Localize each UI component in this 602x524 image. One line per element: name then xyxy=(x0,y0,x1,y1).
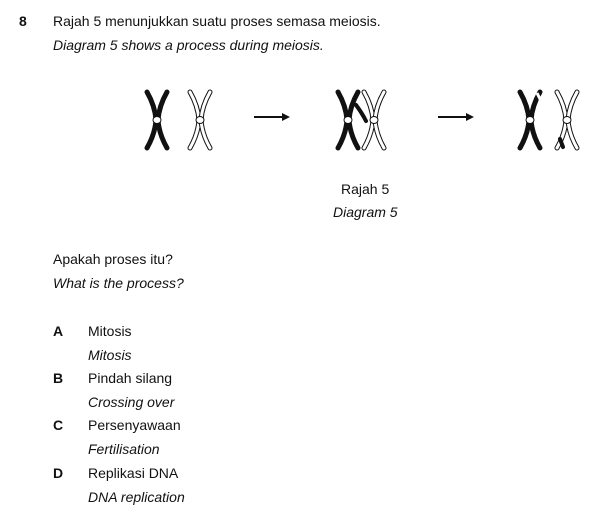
prompt-ms: Apakah proses itu? xyxy=(53,251,173,267)
option-b-text-en[interactable]: Crossing over xyxy=(88,394,175,410)
option-c-text-en[interactable]: Fertilisation xyxy=(88,441,160,457)
option-b-letter[interactable]: B xyxy=(53,370,64,386)
figure-caption-en: Diagram 5 xyxy=(333,204,398,220)
stage-1-chromosomes xyxy=(147,92,210,148)
question-stem-en: Diagram 5 shows a process during meiosis… xyxy=(53,37,324,53)
figure-caption-ms: Rajah 5 xyxy=(341,181,390,197)
option-d-text-ms[interactable]: Replikasi DNA xyxy=(88,465,179,481)
stem-en-diagram-ref: Diagram 5 xyxy=(53,37,118,53)
option-a-letter[interactable]: A xyxy=(53,323,64,339)
option-a-text-en[interactable]: Mitosis xyxy=(88,347,132,363)
prompt-en: What is the process? xyxy=(53,275,184,291)
option-c-text-ms[interactable]: Persenyawaan xyxy=(88,417,181,433)
stage-2-chromosomes xyxy=(338,92,384,148)
question-stem-ms: Rajah 5 menunjukkan suatu proses semasa … xyxy=(53,13,381,29)
stage-3-chromosomes xyxy=(520,92,577,148)
question-number: 8 xyxy=(19,13,27,29)
option-d-letter[interactable]: D xyxy=(53,465,64,481)
chromosome-diagram xyxy=(130,75,600,165)
option-d-text-en[interactable]: DNA replication xyxy=(88,489,185,505)
option-c-letter[interactable]: C xyxy=(53,417,64,433)
option-b-text-ms[interactable]: Pindah silang xyxy=(88,370,173,386)
stem-en-rest: shows a process during meiosis. xyxy=(117,37,324,53)
arrow-2-icon xyxy=(438,113,474,121)
arrow-1-icon xyxy=(254,113,290,121)
option-a-text-ms[interactable]: Mitosis xyxy=(88,323,132,339)
